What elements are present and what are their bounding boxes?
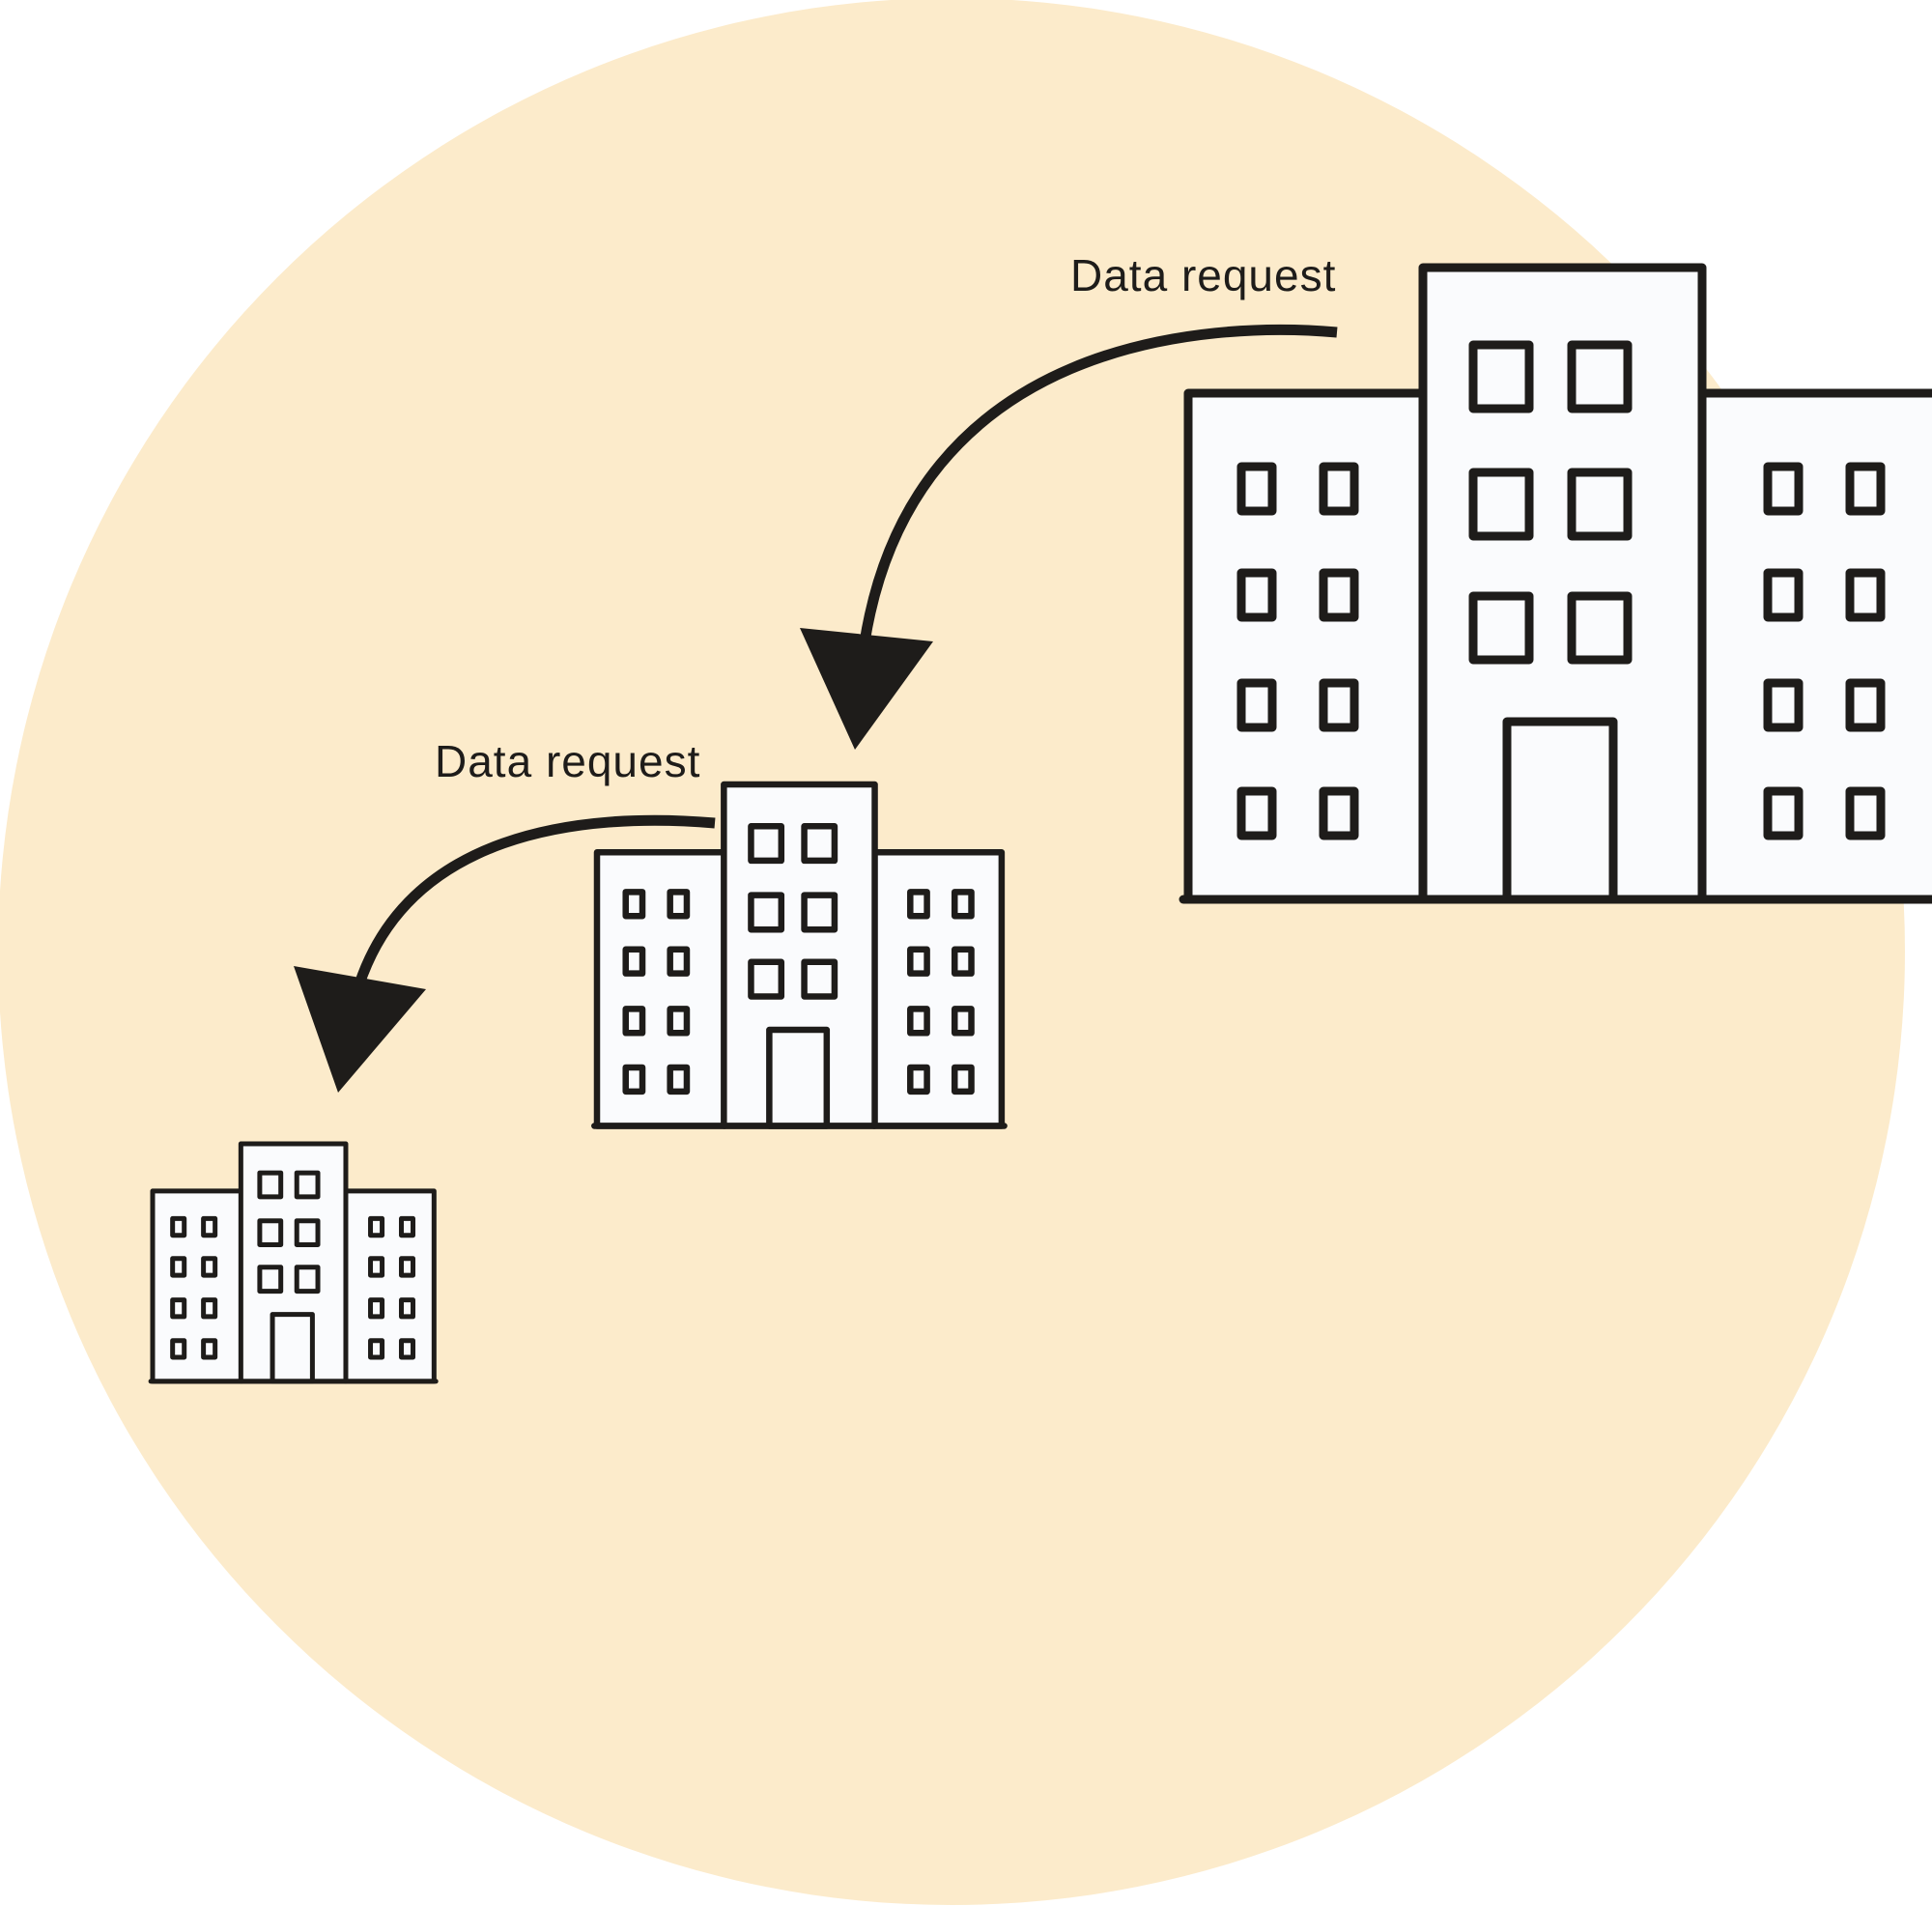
entrance-door: [270, 1312, 315, 1384]
data-request-arrow-2: [294, 814, 716, 1093]
window: [748, 892, 785, 933]
window: [1567, 340, 1633, 413]
window: [622, 1064, 646, 1095]
medium-building: [591, 781, 1008, 1129]
window: [201, 1256, 218, 1278]
right-wing: [1695, 388, 1932, 904]
window: [1845, 786, 1886, 840]
data-request-arrow-1: [800, 324, 1338, 750]
window: [1236, 568, 1277, 622]
window: [398, 1256, 416, 1278]
arrowhead: [294, 966, 426, 1093]
window: [1845, 462, 1886, 516]
window: [398, 1338, 416, 1360]
window: [170, 1215, 187, 1238]
window: [1763, 462, 1804, 516]
entrance-door: [1502, 717, 1618, 904]
window: [907, 946, 930, 977]
window: [748, 822, 785, 865]
window: [907, 1006, 930, 1037]
window: [1468, 340, 1534, 413]
window: [1236, 462, 1277, 516]
window: [1468, 591, 1534, 665]
window: [1319, 462, 1359, 516]
arrowhead: [800, 628, 933, 750]
window: [1763, 678, 1804, 732]
window: [294, 1170, 321, 1200]
window: [1468, 468, 1534, 541]
window: [951, 889, 975, 920]
data-request-label-1: Data request: [1070, 250, 1337, 300]
window: [907, 1064, 930, 1095]
window: [1845, 568, 1886, 622]
arrow-shaft: [352, 814, 716, 992]
window: [398, 1297, 416, 1320]
entrance-door: [766, 1026, 831, 1129]
window: [201, 1338, 218, 1360]
arrow-shaft: [859, 324, 1338, 643]
window: [368, 1338, 385, 1360]
window: [1845, 678, 1886, 732]
window: [368, 1215, 385, 1238]
window: [1567, 468, 1633, 541]
window: [748, 958, 785, 1000]
window: [398, 1215, 416, 1238]
window: [667, 1064, 691, 1095]
window: [622, 1006, 646, 1037]
window: [1319, 786, 1359, 840]
window: [622, 889, 646, 920]
window: [170, 1256, 187, 1278]
window: [951, 946, 975, 977]
window: [201, 1215, 218, 1238]
window: [667, 1006, 691, 1037]
window: [951, 1006, 975, 1037]
window: [907, 889, 930, 920]
window: [201, 1297, 218, 1320]
window: [1236, 786, 1277, 840]
window: [667, 889, 691, 920]
window: [368, 1256, 385, 1278]
window: [257, 1170, 284, 1200]
window: [1319, 568, 1359, 622]
right-wing: [342, 1188, 437, 1384]
left-wing: [1183, 388, 1430, 904]
window: [368, 1297, 385, 1320]
window: [170, 1338, 187, 1360]
right-wing: [870, 849, 1006, 1129]
window: [801, 958, 838, 1000]
window: [1763, 786, 1804, 840]
left-wing: [593, 849, 728, 1129]
left-wing: [150, 1188, 244, 1384]
window: [801, 892, 838, 933]
window: [801, 822, 838, 865]
large-building: [1179, 263, 1932, 904]
window: [170, 1297, 187, 1320]
window: [1236, 678, 1277, 732]
window: [667, 946, 691, 977]
window: [622, 946, 646, 977]
window: [294, 1218, 321, 1248]
window: [1763, 568, 1804, 622]
window: [257, 1218, 284, 1248]
window: [294, 1265, 321, 1294]
small-building: [148, 1141, 439, 1384]
window: [1319, 678, 1359, 732]
window: [1567, 591, 1633, 665]
window: [951, 1064, 975, 1095]
window: [257, 1265, 284, 1294]
data-request-label-2: Data request: [435, 736, 701, 786]
